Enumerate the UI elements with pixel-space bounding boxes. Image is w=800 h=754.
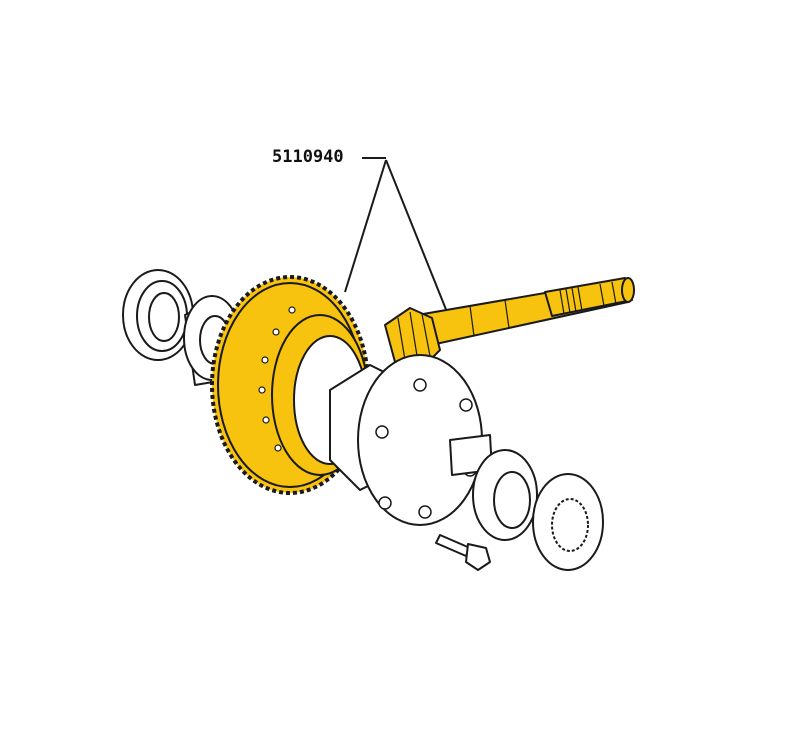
leader-lines — [344, 157, 448, 313]
left-bearing — [183, 295, 241, 386]
differential-housing — [329, 354, 493, 526]
left-seal — [122, 269, 194, 361]
bolt — [435, 534, 491, 571]
right-bearing — [472, 449, 538, 541]
part-number-label: 5110940 — [272, 147, 344, 167]
splined-seal — [532, 473, 604, 571]
